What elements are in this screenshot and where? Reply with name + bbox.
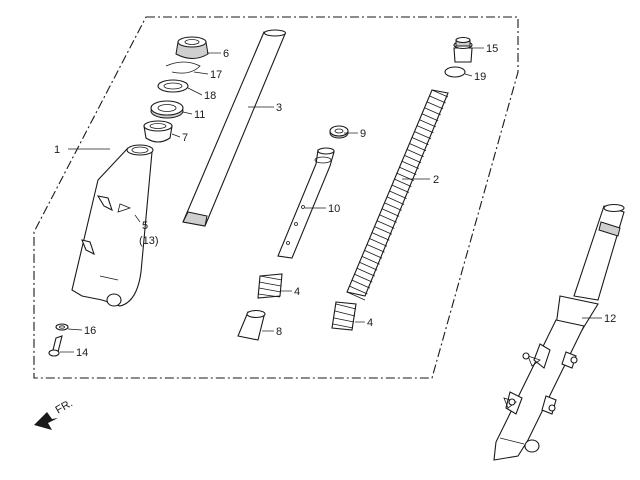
fork-piston <box>277 147 335 259</box>
callout-4b: 4 <box>367 317 373 329</box>
leader-lines <box>60 47 602 353</box>
callout-13: (13) <box>139 235 159 247</box>
fork-leg-right <box>493 203 625 461</box>
assembly-boundary <box>33 16 519 379</box>
callout-18: 18 <box>204 90 216 102</box>
callout-8: 8 <box>276 326 282 338</box>
callout-16: 16 <box>84 325 96 337</box>
callout-17: 17 <box>210 69 222 81</box>
fork-spring <box>346 89 449 301</box>
dust-seal <box>175 36 209 59</box>
fork-slider-left <box>71 144 154 307</box>
callout-6: 6 <box>223 48 229 60</box>
callout-10: 10 <box>328 203 340 215</box>
callout-7: 7 <box>182 132 188 144</box>
callout-1: 1 <box>54 144 60 156</box>
guide-bushing <box>143 120 173 143</box>
callouts: 1 2 3 4 4 5 (13) 6 7 8 9 10 11 12 14 15 … <box>54 43 616 359</box>
callout-4a: 4 <box>294 286 300 298</box>
front-direction-arrow: FR. <box>34 397 75 430</box>
front-direction-label: FR. <box>54 397 75 416</box>
circlip <box>165 61 201 74</box>
callout-12: 12 <box>604 313 616 325</box>
sealing-washer <box>55 323 69 331</box>
callout-9: 9 <box>360 128 366 140</box>
rebound-spring-right <box>331 301 357 331</box>
callout-11: 11 <box>194 109 205 121</box>
callout-15: 15 <box>486 43 498 55</box>
socket-bolt <box>48 335 63 357</box>
fork-bolt <box>453 36 473 63</box>
fork-pipe <box>182 29 287 227</box>
oil-lock-piece <box>237 309 266 341</box>
oil-seal <box>150 100 184 119</box>
o-ring <box>444 66 466 78</box>
callout-3: 3 <box>276 102 282 114</box>
callout-19: 19 <box>474 71 486 83</box>
callout-5: 5 <box>142 220 148 232</box>
rebound-spring-left <box>257 273 283 299</box>
piston-ring <box>329 125 349 139</box>
callout-14: 14 <box>76 347 88 359</box>
callout-2: 2 <box>433 174 439 186</box>
back-up-ring <box>157 79 189 93</box>
